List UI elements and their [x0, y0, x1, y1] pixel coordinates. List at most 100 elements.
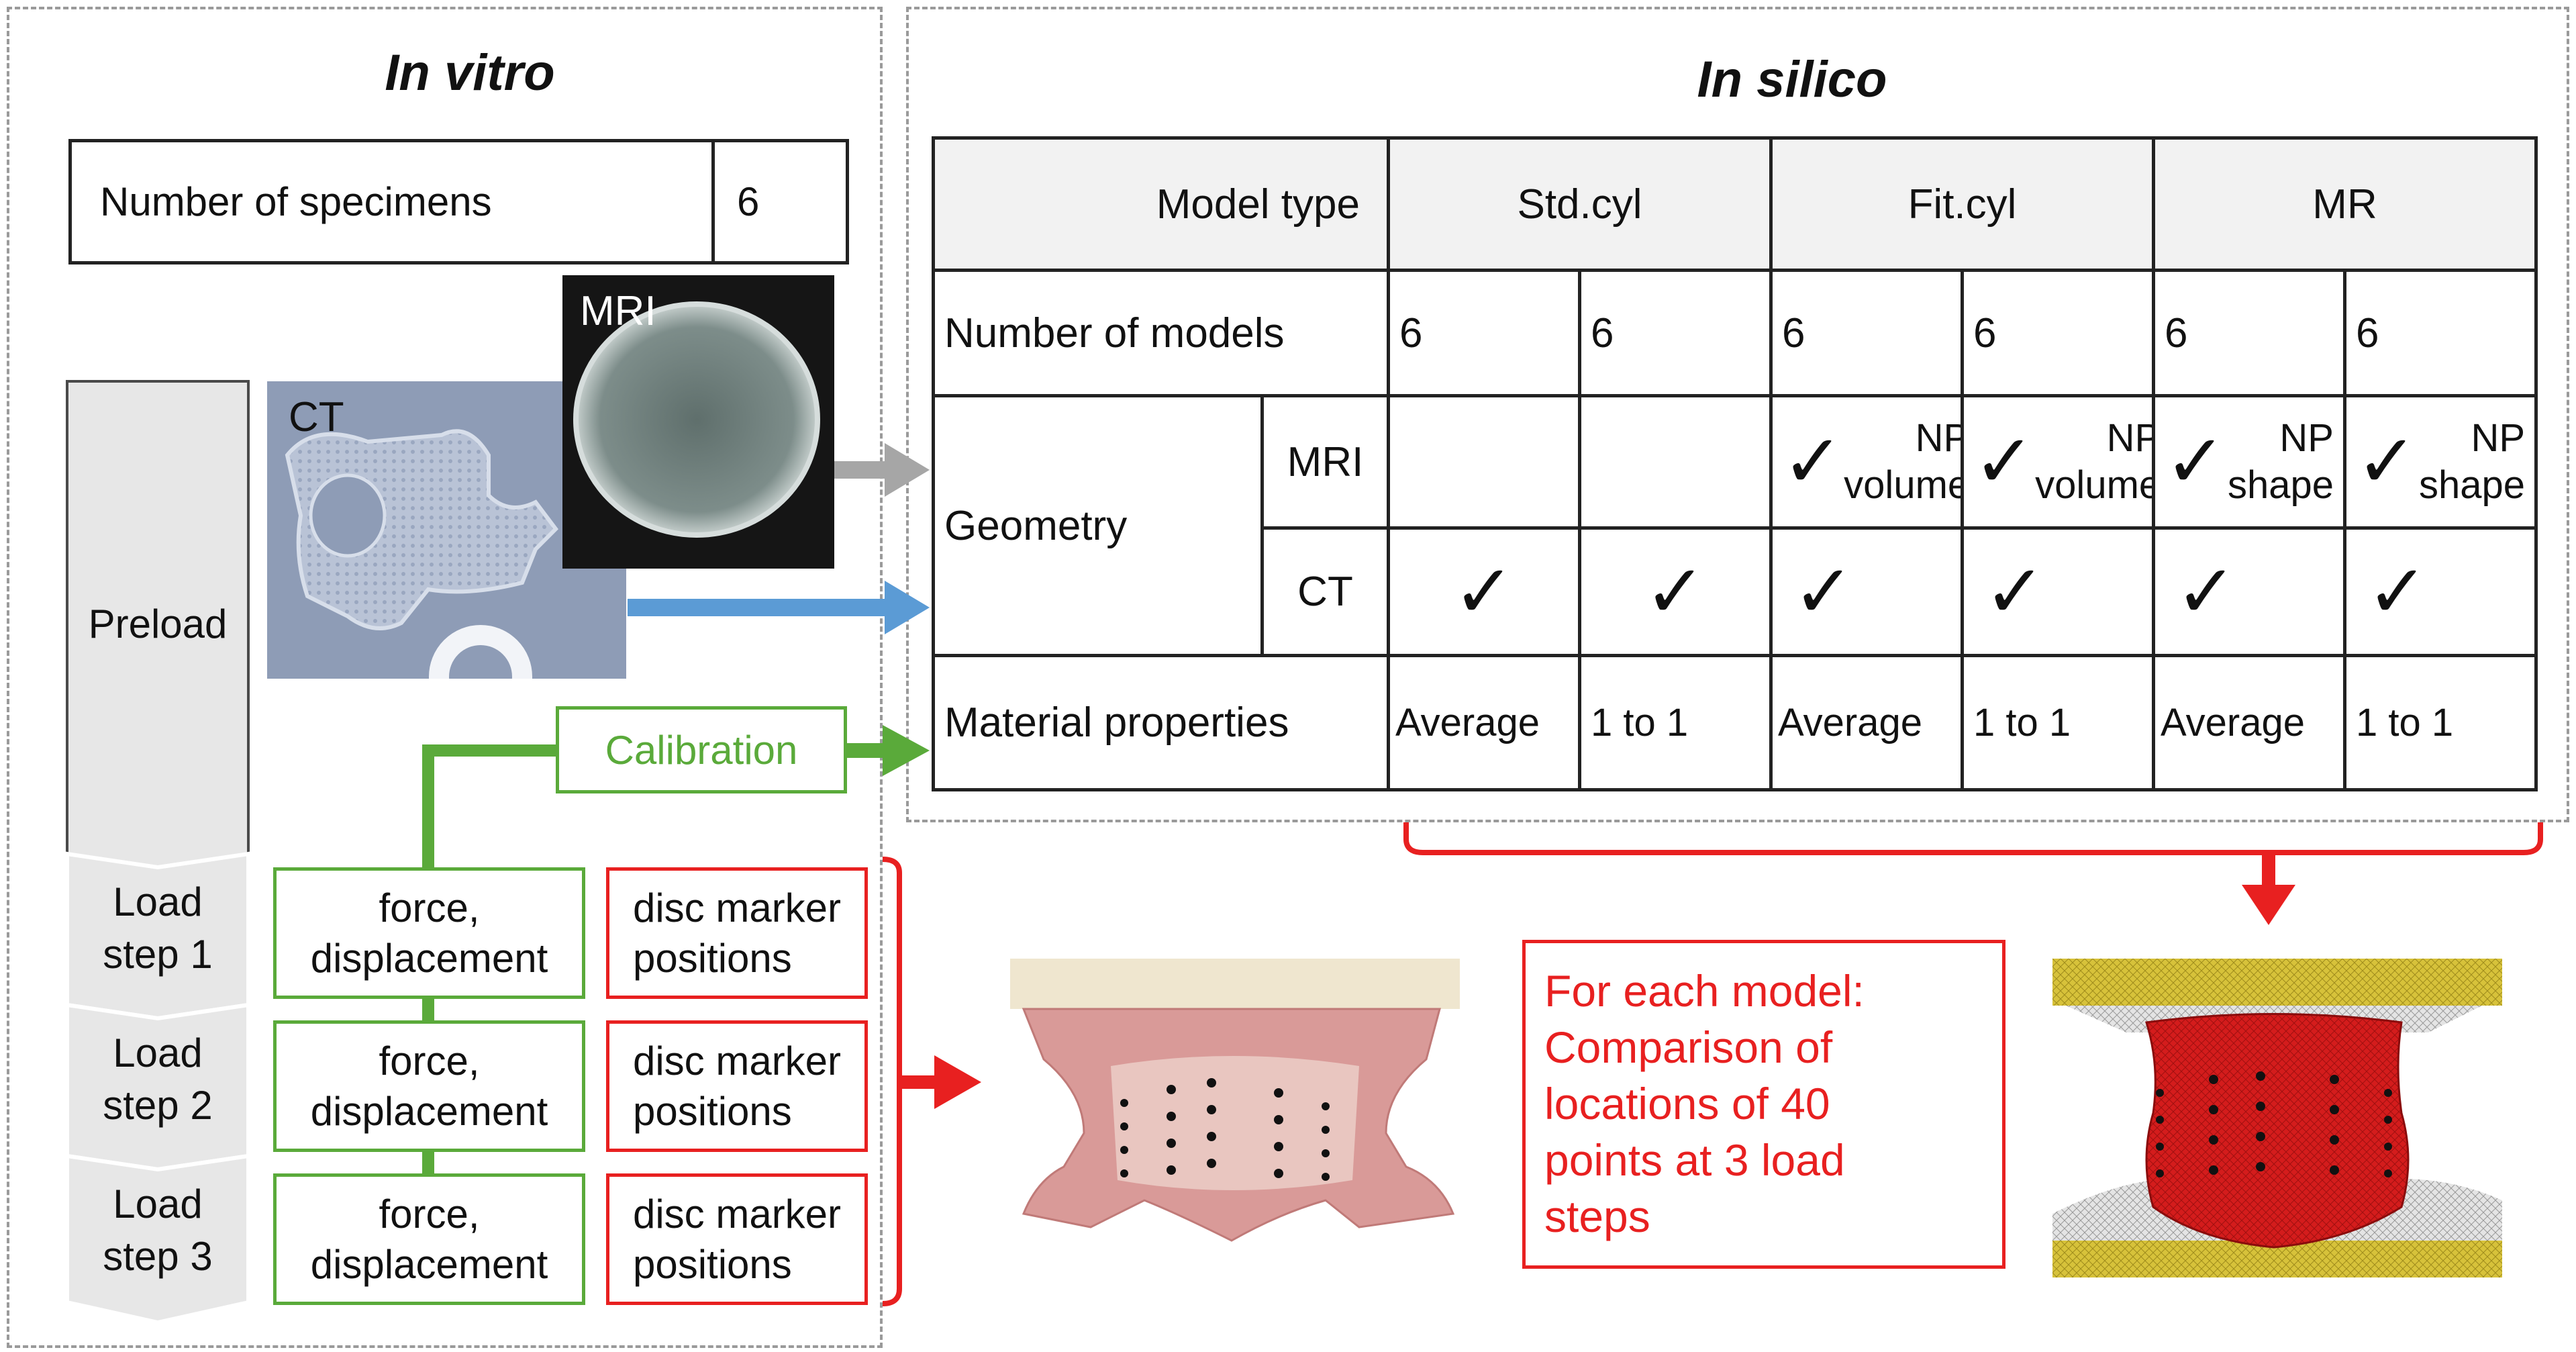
check-icon: ✓	[1793, 550, 1855, 633]
number-value: 6	[1961, 269, 2155, 397]
fe-model-image	[2052, 959, 2502, 1277]
material-properties-label: Material properties	[932, 654, 1390, 791]
in-vitro-frame	[7, 7, 883, 1348]
check-icon: ✓	[1973, 420, 2036, 503]
force-label-step-3: force, displacement	[310, 1192, 548, 1287]
compare-arrow-head	[934, 1055, 981, 1109]
number-value: 6	[1387, 269, 1581, 397]
fe-marker-dots	[2156, 1071, 2392, 1177]
mri-cell: ✓NP shape	[2342, 394, 2538, 530]
marker-label-step-3: disc marker positions	[632, 1192, 842, 1287]
marker-box-step-1: disc marker positions	[606, 867, 868, 999]
force-label-step-1: force, displacement	[310, 885, 548, 981]
mri-cell-text: NP volume	[2035, 416, 2154, 507]
material-value: 1 to 1	[2342, 654, 2538, 791]
mri-cell: ✓NP volume	[1769, 394, 1964, 530]
mri-arrow-head	[885, 443, 930, 497]
check-icon: ✓	[1984, 550, 2046, 633]
mri-label: MRI	[580, 288, 656, 334]
check-icon: ✓	[1452, 550, 1516, 633]
model-type-label: Model type	[932, 136, 1390, 272]
calibration-label: Calibration	[605, 727, 798, 773]
geometry-mri-row: Geometry MRI ✓NP volume ✓NP volume ✓NP s…	[932, 394, 2538, 657]
mri-cell-text: NP shape	[2418, 416, 2526, 507]
material-value: Average	[2152, 654, 2346, 791]
ct-check: ✓	[2342, 526, 2538, 657]
mri-image: MRI	[562, 275, 834, 569]
calibration-arrow-head	[883, 725, 930, 776]
in-silico-title: In silico	[1697, 51, 1887, 108]
preload-label: Preload	[88, 601, 228, 646]
mri-cell-empty	[1387, 394, 1581, 530]
force-label-step-2: force, displacement	[310, 1039, 548, 1134]
model-type-fit-cyl: Fit.cyl	[1769, 136, 2155, 272]
number-value: 6	[1578, 269, 1773, 397]
check-icon: ✓	[1782, 420, 1844, 503]
specimens-box: Number of specimens	[68, 139, 715, 264]
material-value: Average	[1769, 654, 1964, 791]
specimens-label: Number of specimens	[100, 179, 492, 224]
specimens-value: 6	[737, 179, 760, 224]
marker-dots	[1120, 1078, 1330, 1181]
mri-cell-empty	[1578, 394, 1773, 530]
load-step-chevrons	[65, 380, 250, 1325]
calibration-box: Calibration	[556, 706, 847, 793]
geometry-mri-label: MRI	[1260, 394, 1390, 530]
number-value: 6	[2342, 269, 2538, 397]
force-box-step-1: force, displacement	[273, 867, 585, 999]
geometry-ct-label: CT	[1260, 526, 1390, 657]
comparison-box: For each model: Comparison of locations …	[1522, 940, 2005, 1269]
model-type-row: Model type Std.cyl Fit.cyl MR	[932, 136, 2538, 272]
number-value: 6	[2152, 269, 2346, 397]
load-step-3-label: Load step 3	[103, 1181, 213, 1279]
model-arrow-head	[2242, 885, 2295, 925]
mri-cell: ✓NP shape	[2152, 394, 2346, 530]
specimen-drawing	[1010, 959, 1460, 1242]
ct-label: CT	[289, 394, 344, 440]
check-icon: ✓	[2165, 420, 2227, 503]
fe-model-drawing	[2052, 959, 2502, 1277]
load-step-1-label: Load step 1	[103, 879, 213, 977]
load-step-3-chevron	[65, 1153, 250, 1325]
check-icon: ✓	[1644, 550, 1707, 633]
mri-cell: ✓NP volume	[1961, 394, 2155, 530]
load-step-2-label: Load step 2	[103, 1030, 213, 1128]
ct-check: ✓	[1387, 526, 1581, 657]
model-type-std-cyl: Std.cyl	[1387, 136, 1773, 272]
mri-disc-drawing	[573, 301, 820, 538]
model-bracket	[1403, 822, 2543, 855]
geometry-ct-row: CT ✓ ✓ ✓ ✓ ✓ ✓	[934, 526, 2538, 657]
number-value: 6	[1769, 269, 1964, 397]
number-of-models-row: Number of models 6 6 6 6 6 6	[932, 269, 2538, 397]
material-properties-row: Material properties Average 1 to 1 Avera…	[932, 654, 2538, 791]
force-box-step-2: force, displacement	[273, 1020, 585, 1152]
model-table: Model type Std.cyl Fit.cyl MR Number of …	[932, 136, 2538, 791]
comparison-text: For each model: Comparison of locations …	[1544, 966, 1865, 1241]
ct-check: ✓	[1578, 526, 1773, 657]
in-silico-frame	[906, 7, 2569, 822]
specimens-value-box: 6	[711, 139, 849, 264]
marker-box-step-3: disc marker positions	[606, 1173, 868, 1305]
mri-cell-text: NP volume	[1844, 416, 1963, 507]
marker-label-step-1: disc marker positions	[632, 885, 842, 981]
material-value: 1 to 1	[1961, 654, 2155, 791]
ct-check: ✓	[2152, 526, 2346, 657]
specimen-photo	[1010, 959, 1460, 1257]
marker-box-step-2: disc marker positions	[606, 1020, 868, 1152]
material-value: Average	[1387, 654, 1581, 791]
check-icon: ✓	[2367, 550, 2429, 633]
number-of-models-label: Number of models	[932, 269, 1390, 397]
force-box-step-3: force, displacement	[273, 1173, 585, 1305]
mri-cell-text: NP shape	[2227, 416, 2334, 507]
ct-check: ✓	[1961, 526, 2155, 657]
ct-arrow-head	[885, 581, 930, 634]
marker-bracket	[882, 857, 902, 1306]
marker-label-step-2: disc marker positions	[632, 1039, 842, 1134]
geometry-label: Geometry	[932, 394, 1264, 657]
model-type-mr: MR	[2151, 136, 2538, 272]
ct-vertebra-drawing	[285, 429, 558, 679]
in-vitro-title: In vitro	[385, 44, 555, 101]
check-icon: ✓	[2175, 550, 2238, 633]
material-value: 1 to 1	[1578, 654, 1773, 791]
